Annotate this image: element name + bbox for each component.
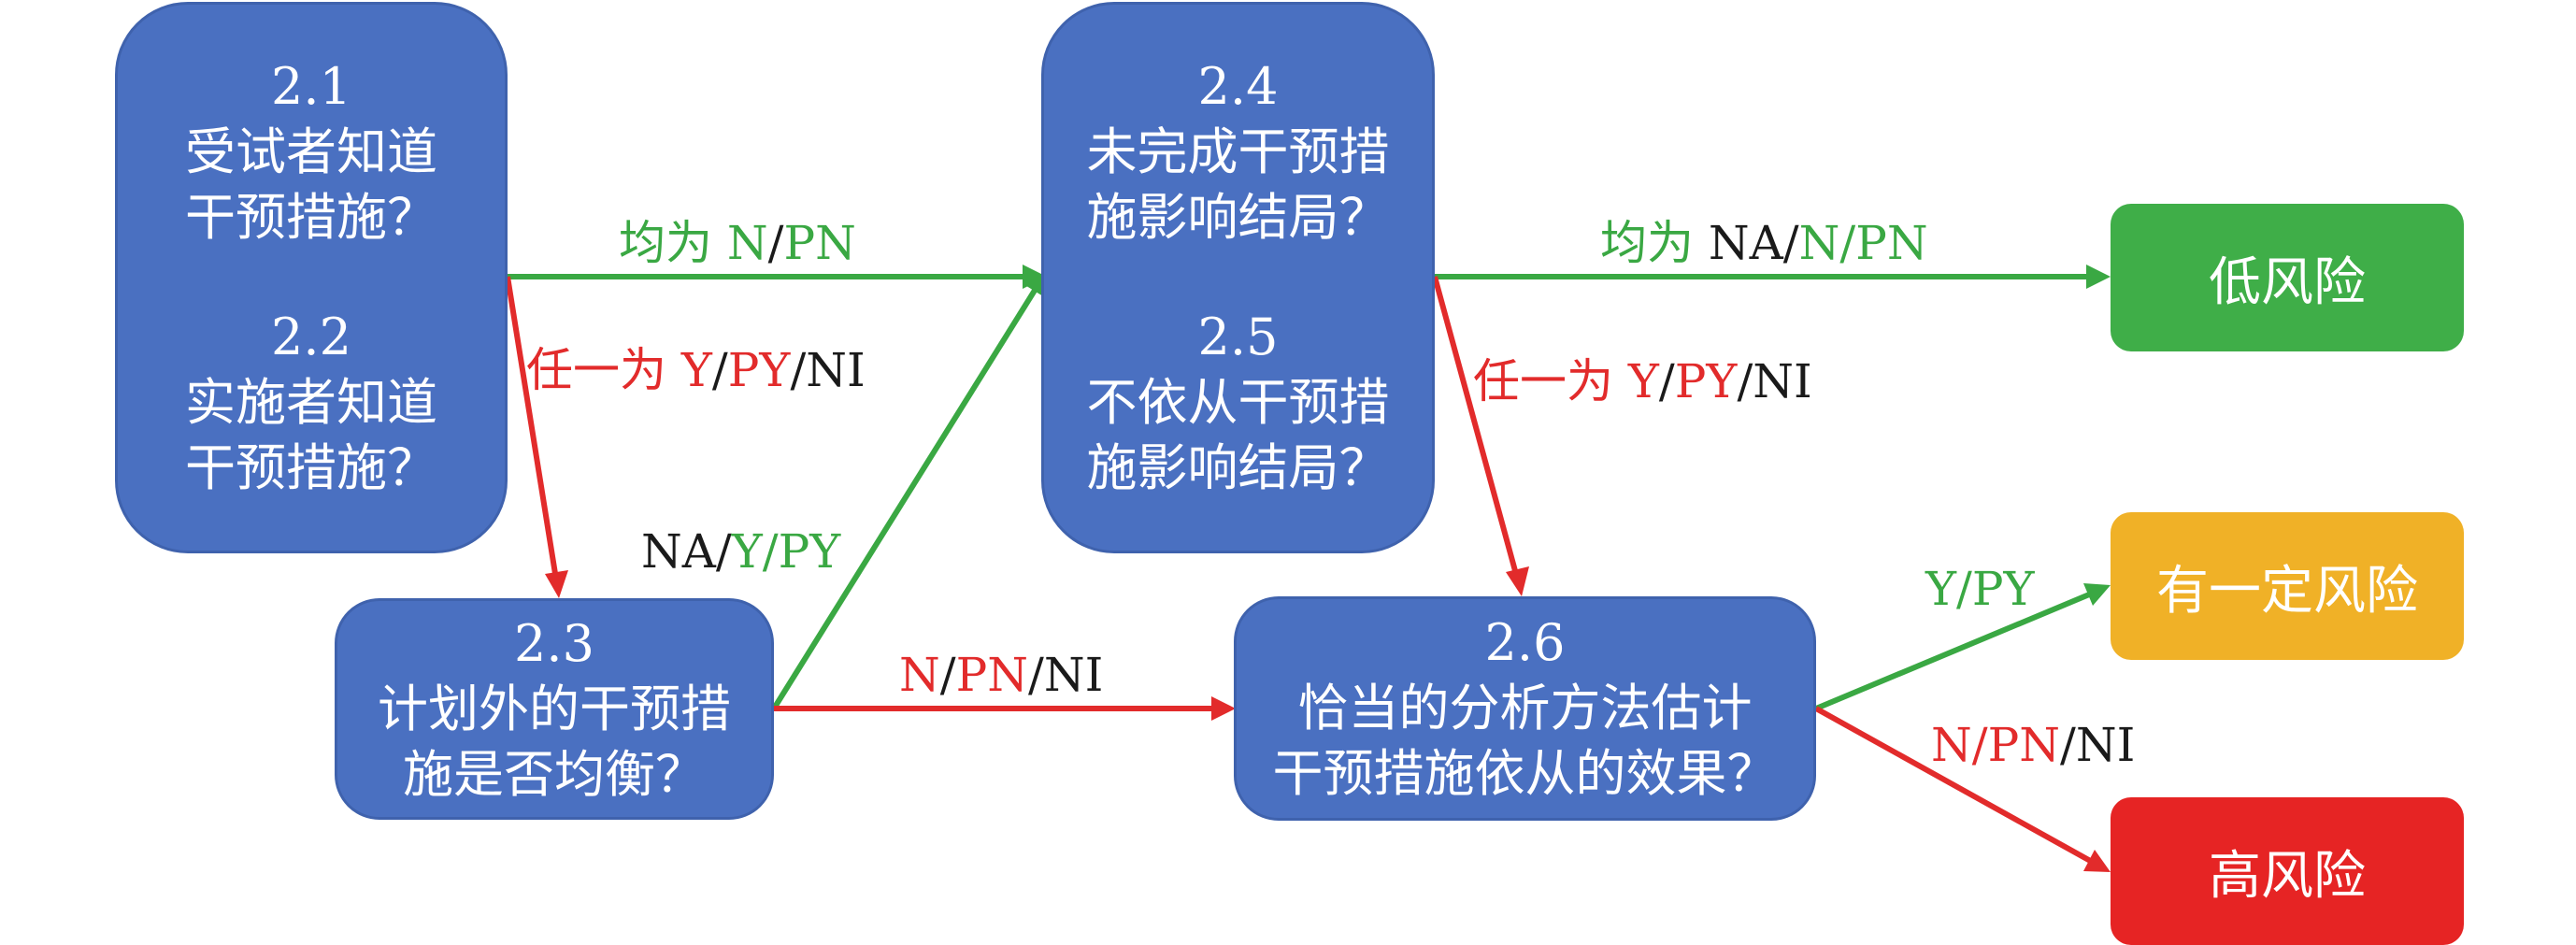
question-line: 恰当的分析方法估计 bbox=[1297, 679, 1753, 737]
label-part: PN bbox=[1987, 718, 2061, 772]
label-part: PY bbox=[1674, 354, 1738, 408]
label-part: / bbox=[1028, 648, 1044, 702]
question-number: 2.3 bbox=[514, 613, 594, 673]
label-part: N bbox=[899, 648, 940, 702]
label-part: N bbox=[1798, 216, 1840, 270]
question-line: 施影响结局？ bbox=[1086, 188, 1390, 247]
label-part: / bbox=[1782, 216, 1799, 270]
arrow-q26-to-high bbox=[1814, 706, 2111, 872]
node-q24-q25: 2.4 未完成干预措 施影响结局？ 2.5 不依从干预措 施影响结局？ bbox=[1041, 2, 1435, 553]
label-part: / bbox=[715, 524, 732, 579]
question-2-1: 2.1 受试者知道 干预措施？ bbox=[185, 54, 437, 251]
label-part: N bbox=[1931, 718, 1972, 772]
label-any-y-py-ni-left: 任一为 Y/PY/NI bbox=[526, 342, 866, 398]
question-line: 干预措施？ bbox=[185, 438, 437, 497]
label-part: NI bbox=[1043, 648, 1104, 702]
label-part: PN bbox=[955, 648, 1029, 702]
outcome-high-risk: 高风险 bbox=[2111, 797, 2464, 945]
label-part: / bbox=[2060, 718, 2076, 772]
label-part: N bbox=[726, 216, 768, 270]
arrow-q23-to-q26 bbox=[774, 696, 1236, 721]
label-part: / bbox=[790, 343, 807, 397]
question-number: 2.2 bbox=[271, 308, 351, 366]
question-2-4: 2.4 未完成干预措 施影响结局？ bbox=[1087, 54, 1390, 251]
label-na-y-py: NA/Y/PY bbox=[641, 523, 840, 580]
label-n-pn-ni-middle: N/PN/NI bbox=[899, 647, 1103, 703]
arrow-q26-to-some bbox=[1814, 583, 2111, 711]
label-part: / bbox=[762, 524, 779, 579]
outcome-some-risk: 有一定风险 bbox=[2111, 512, 2464, 660]
label-part: / bbox=[1658, 354, 1675, 408]
label-part: Y bbox=[1627, 354, 1659, 408]
node-q23: 2.3 计划外的干预措 施是否均衡？ bbox=[335, 598, 774, 820]
label-part: / bbox=[1971, 718, 1988, 772]
arrow-q22-to-q23 bbox=[505, 276, 568, 598]
arrow-q25-to-low bbox=[1435, 265, 2111, 289]
question-line: 施是否均衡？ bbox=[403, 744, 706, 804]
label-part: PN bbox=[783, 216, 856, 270]
question-line: 干预措施依从的效果？ bbox=[1272, 744, 1778, 803]
label-part: PN bbox=[1855, 216, 1928, 270]
label-n-pn-ni-right: N/PN/NI bbox=[1931, 717, 2135, 773]
label-part: / bbox=[1956, 562, 1972, 616]
outcome-label: 低风险 bbox=[2209, 251, 2366, 313]
label-text: 任一为 bbox=[526, 343, 681, 397]
outcome-label: 高风险 bbox=[2209, 845, 2366, 907]
label-part: Y bbox=[680, 343, 712, 397]
question-2-2: 2.2 实施者知道 干预措施？ bbox=[185, 305, 437, 501]
question-line: 未完成干预措 bbox=[1086, 122, 1390, 181]
question-line: 计划外的干预措 bbox=[378, 679, 731, 738]
label-part: NI bbox=[806, 343, 866, 397]
label-part: Y bbox=[731, 524, 763, 579]
outcome-low-risk: 低风险 bbox=[2111, 204, 2464, 351]
question-line: 干预措施？ bbox=[185, 188, 437, 247]
label-any-y-py-ni-right: 任一为 Y/PY/NI bbox=[1473, 353, 1812, 409]
label-part: PY bbox=[1971, 562, 2035, 616]
label-part: / bbox=[1737, 354, 1753, 408]
question-2-5: 2.5 不依从干预措 施影响结局？ bbox=[1087, 305, 1390, 501]
node-q21-q22: 2.1 受试者知道 干预措施？ 2.2 实施者知道 干预措施？ bbox=[115, 2, 508, 553]
label-part: NI bbox=[2075, 718, 2136, 772]
label-part: PY bbox=[727, 343, 791, 397]
label-all-na-n-pn: 均为 NA/N/PN bbox=[1600, 215, 1928, 271]
outcome-label: 有一定风险 bbox=[2156, 560, 2418, 622]
label-text: 任一为 bbox=[1473, 354, 1628, 408]
question-line: 不依从干预措 bbox=[1086, 373, 1390, 432]
label-part: / bbox=[767, 216, 784, 270]
label-text: 均为 bbox=[619, 216, 727, 270]
label-part: / bbox=[939, 648, 956, 702]
label-all-n-pn: 均为 N/PN bbox=[619, 215, 856, 271]
question-number: 2.6 bbox=[1484, 613, 1566, 672]
label-part: NA bbox=[641, 524, 716, 579]
node-q26: 2.6 恰当的分析方法估计 干预措施依从的效果？ bbox=[1234, 596, 1816, 821]
label-text: 均为 bbox=[1600, 216, 1709, 270]
label-part: Y bbox=[1925, 562, 1957, 616]
question-line: 实施者知道 bbox=[185, 373, 437, 432]
label-part: / bbox=[711, 343, 728, 397]
label-y-py: Y/PY bbox=[1925, 561, 2035, 617]
question-line: 受试者知道 bbox=[185, 122, 437, 181]
question-number: 2.5 bbox=[1197, 308, 1279, 366]
question-number: 2.1 bbox=[271, 57, 351, 116]
question-line: 施影响结局？ bbox=[1086, 438, 1390, 497]
label-part: / bbox=[1839, 216, 1856, 270]
label-part: PY bbox=[778, 524, 841, 579]
label-part: NI bbox=[1753, 354, 1812, 408]
label-part: NA bbox=[1708, 216, 1783, 270]
question-number: 2.4 bbox=[1197, 57, 1279, 116]
arrow-q23-to-q24 bbox=[771, 272, 1046, 710]
arrow-q25-to-q26 bbox=[1432, 276, 1529, 596]
